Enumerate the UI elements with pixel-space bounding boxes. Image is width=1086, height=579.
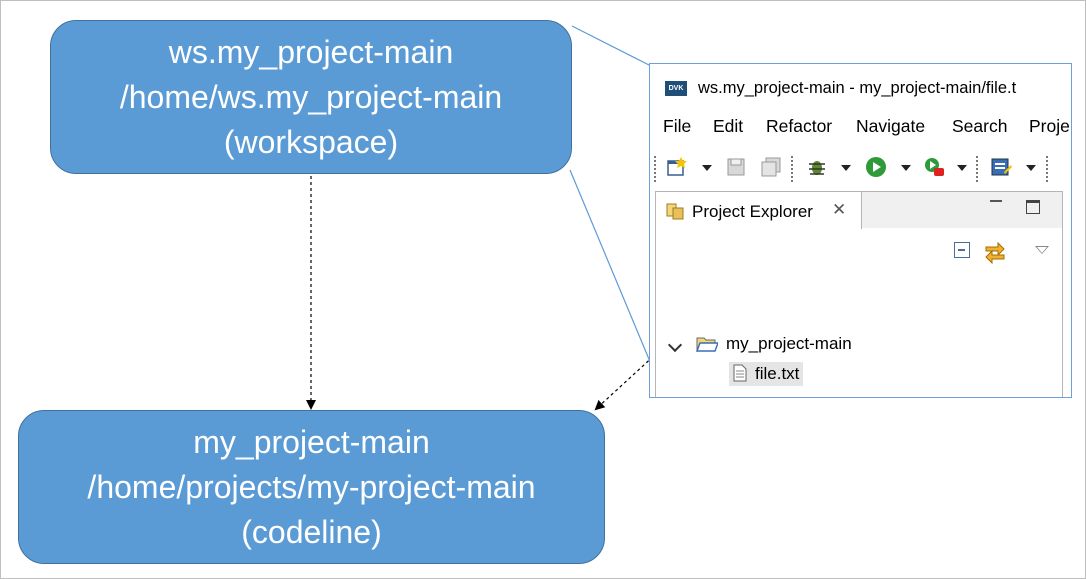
tab-close-icon[interactable]: ✕ — [832, 200, 847, 219]
callout-line-bottom — [569, 169, 652, 365]
menu-search[interactable]: Search — [952, 116, 1008, 136]
codeline-path: /home/projects/my-project-main — [87, 468, 536, 505]
task-dropdown-icon[interactable] — [1026, 165, 1036, 171]
view-menu-icon[interactable] — [1035, 246, 1049, 254]
external-tool-dropdown-icon[interactable] — [957, 165, 967, 171]
codeline-box: my_project-main /home/projects/my-projec… — [18, 410, 605, 564]
collapse-all-icon[interactable] — [954, 242, 970, 258]
codeline-caption: (codeline) — [241, 513, 382, 550]
file-name: file.txt — [755, 364, 800, 383]
new-wizard-icon[interactable] — [666, 156, 688, 178]
tab-label: Project Explorer — [692, 202, 813, 221]
link-with-editor-icon[interactable] — [982, 238, 1008, 264]
codeline-name: my_project-main — [193, 423, 430, 460]
maximize-icon[interactable] — [1026, 200, 1040, 214]
project-explorer-view: Project Explorer ✕ my_project-main — [655, 191, 1063, 397]
tab-project-explorer[interactable]: Project Explorer ✕ — [656, 192, 862, 229]
menu-edit[interactable]: Edit — [713, 116, 744, 136]
debug-icon[interactable] — [806, 156, 828, 178]
main-toolbar — [650, 153, 1071, 187]
menu-refactor[interactable]: Refactor — [766, 116, 833, 136]
project-explorer-icon — [666, 203, 684, 220]
save-icon[interactable] — [725, 156, 747, 178]
minimize-icon[interactable] — [990, 200, 1002, 205]
menu-file[interactable]: File — [663, 116, 692, 136]
chevron-down-icon[interactable] — [667, 337, 683, 353]
debug-dropdown-icon[interactable] — [841, 165, 851, 171]
run-icon[interactable] — [865, 156, 887, 178]
text-file-icon — [733, 364, 747, 382]
tree-item-file[interactable]: file.txt — [729, 362, 804, 386]
workspace-path: /home/ws.my_project-main — [119, 78, 503, 115]
window-titlebar: DVK ws.my_project-main - my_project-main… — [650, 64, 1071, 112]
menu-navigate[interactable]: Navigate — [856, 116, 926, 136]
workspace-box: ws.my_project-main /home/ws.my_project-m… — [50, 20, 572, 174]
toolbar-separator-2 — [976, 156, 978, 182]
menu-bar: File Edit Refactor Navigate Search Proje — [650, 116, 1071, 140]
callout-line-top — [571, 25, 652, 67]
toolbar-separator-3 — [1046, 156, 1048, 182]
open-task-icon[interactable] — [990, 156, 1012, 178]
window-title: ws.my_project-main - my_project-main/fil… — [698, 79, 1017, 97]
toolbar-grip — [654, 156, 656, 182]
new-dropdown-icon[interactable] — [702, 165, 712, 171]
workspace-caption: (workspace) — [223, 123, 399, 160]
menu-project[interactable]: Proje — [1029, 116, 1070, 136]
open-folder-icon — [696, 337, 718, 352]
workspace-name: ws.my_project-main — [168, 33, 454, 70]
eclipse-window: DVK ws.my_project-main - my_project-main… — [649, 63, 1072, 398]
project-name: my_project-main — [726, 334, 852, 353]
toolbar-separator — [791, 156, 793, 182]
save-all-icon[interactable] — [760, 156, 782, 178]
run-dropdown-icon[interactable] — [901, 165, 911, 171]
app-logo-icon: DVK — [665, 81, 687, 96]
run-external-tool-icon[interactable] — [923, 156, 945, 178]
